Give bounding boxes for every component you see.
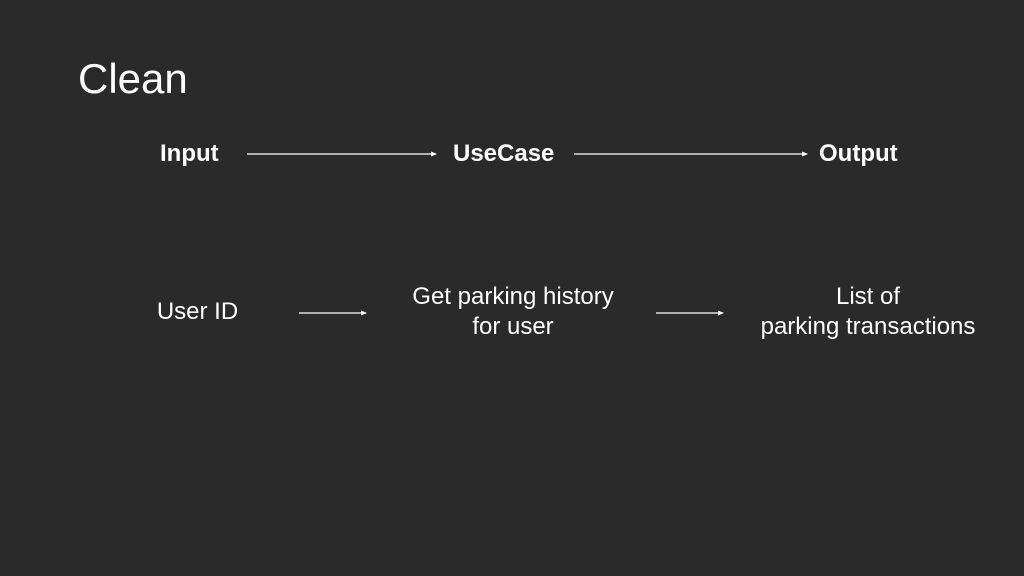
header-input-label: Input — [160, 140, 219, 167]
example-output-line-1: List of — [835, 283, 901, 310]
example-input-label: User ID — [156, 298, 239, 325]
header-usecase-label: UseCase — [453, 140, 555, 167]
example-output-label: List of parking transactions — [728, 282, 1008, 342]
example-output-line-2: parking transactions — [760, 313, 976, 340]
example-usecase-label: Get parking history for user — [383, 282, 643, 342]
example-usecase-line-2: for user — [472, 313, 554, 340]
slide-title: Clean — [78, 55, 188, 102]
header-output-label: Output — [819, 140, 898, 167]
example-usecase-line-1: Get parking history — [412, 283, 614, 310]
